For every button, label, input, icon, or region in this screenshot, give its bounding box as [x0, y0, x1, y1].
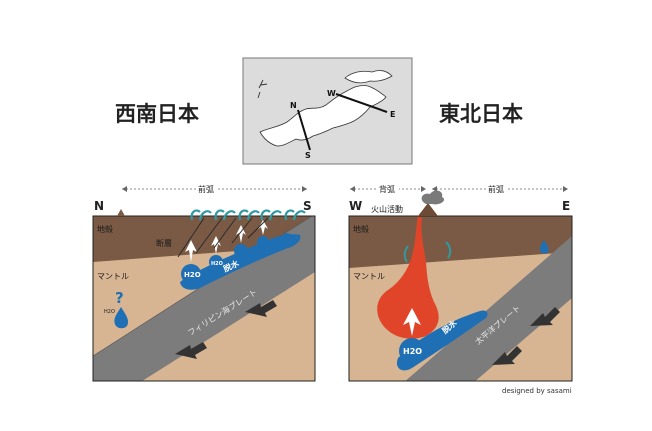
northeast-japan-cross-section: 背弧 前弧 W E 火山活動 地殻 マントル 脱水 [348, 183, 573, 382]
dehydration-zone [180, 234, 301, 290]
backarc-label: 背弧 [379, 184, 395, 194]
water-drop-small-2 [234, 225, 248, 258]
fault-lines [177, 217, 269, 258]
southwest-japan-cross-section: 前弧 N S 脱水 H2O H2O [92, 183, 316, 382]
fluid-fountains-icon [190, 209, 306, 221]
designer-credit: designed by sasami [502, 387, 572, 395]
japan-map-inset: N S W E [242, 57, 413, 165]
plate-motion-arrow-right-2 [530, 307, 560, 326]
forearc-label-right: 前弧 [488, 184, 504, 194]
map-ns-profile-line [297, 109, 311, 151]
volcano-cone [418, 203, 438, 216]
crust-label-left: 地殻 [97, 224, 113, 234]
water-drop-main-right: H2O [399, 308, 425, 364]
volcanism-label: 火山活動 [371, 204, 403, 214]
map-island-outline-icon [257, 79, 268, 99]
water-drop-small-4 [282, 233, 292, 243]
crust-label-right: 地殻 [353, 224, 369, 234]
water-drop-small-right [539, 240, 549, 254]
svg-text:H2O: H2O [104, 309, 115, 315]
water-drop-small-3 [257, 220, 269, 248]
plate-motion-arrow-right-1 [492, 346, 522, 365]
water-drop-question: ? H2O [104, 289, 129, 329]
plate-motion-arrow-left-1 [175, 342, 207, 359]
svg-text:H2O: H2O [184, 271, 201, 279]
svg-text:H2O: H2O [211, 261, 223, 267]
map-label-w: W [327, 89, 336, 98]
question-mark: ? [115, 289, 124, 307]
east-label: E [562, 199, 570, 213]
svg-text:H2O: H2O [403, 347, 422, 356]
forearc-label-left: 前弧 [198, 184, 214, 194]
water-drop-main-left: H2O [181, 240, 201, 284]
mantle-label-left: マントル [97, 272, 129, 281]
north-label: N [94, 199, 104, 213]
title-west-japan: 西南日本 [115, 102, 199, 126]
south-label: S [303, 199, 312, 213]
west-label: W [349, 199, 362, 213]
map-label-s: S [305, 151, 311, 160]
mantle-label-right: マントル [353, 272, 385, 281]
fault-label: 断層 [156, 238, 172, 248]
map-we-profile-line [335, 93, 388, 113]
surface-bump [117, 209, 125, 216]
magma-plume [377, 216, 439, 339]
title-northeast-japan: 東北日本 [439, 102, 523, 126]
fluid-wisps-icon [403, 241, 452, 263]
map-label-n: N [290, 101, 297, 110]
volcanic-plume-icon [421, 190, 445, 205]
map-label-e: E [390, 110, 395, 119]
plate-motion-arrow-left-2 [245, 300, 277, 317]
